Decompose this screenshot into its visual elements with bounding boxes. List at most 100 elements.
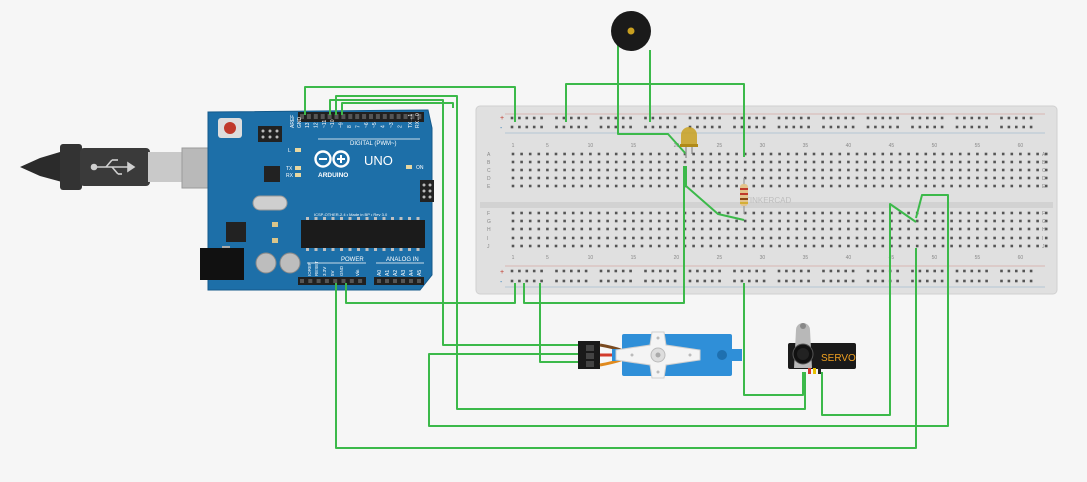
rail-hole[interactable]	[851, 269, 855, 273]
breadboard-hole[interactable]	[1027, 152, 1031, 156]
breadboard-hole[interactable]	[1001, 211, 1005, 215]
rail-hole[interactable]	[733, 125, 736, 129]
breadboard-hole[interactable]	[1044, 152, 1048, 156]
breadboard-hole[interactable]	[907, 236, 910, 240]
breadboard-hole[interactable]	[847, 184, 850, 188]
header-pin[interactable]	[409, 279, 413, 283]
header-pin[interactable]	[316, 279, 321, 283]
breadboard-hole[interactable]	[1044, 211, 1048, 215]
rail-hole[interactable]	[837, 116, 840, 120]
rail-hole[interactable]	[792, 125, 796, 129]
breadboard-hole[interactable]	[847, 160, 850, 164]
breadboard-hole[interactable]	[1027, 219, 1031, 223]
breadboard-hole[interactable]	[735, 160, 738, 164]
breadboard-hole[interactable]	[735, 227, 738, 231]
breadboard-hole[interactable]	[657, 176, 661, 180]
breadboard-hole[interactable]	[528, 160, 532, 164]
rail-hole[interactable]	[896, 125, 899, 129]
rail-hole[interactable]	[577, 116, 580, 120]
breadboard-hole[interactable]	[1010, 184, 1014, 188]
breadboard-hole[interactable]	[864, 227, 867, 231]
rail-hole[interactable]	[807, 279, 810, 283]
breadboard-hole[interactable]	[1019, 160, 1022, 164]
rail-hole[interactable]	[710, 279, 714, 283]
breadboard-hole[interactable]	[804, 236, 807, 240]
breadboard-hole[interactable]	[554, 236, 558, 240]
rail-hole[interactable]	[710, 269, 714, 273]
breadboard-hole[interactable]	[700, 168, 704, 172]
breadboard-hole[interactable]	[632, 236, 635, 240]
breadboard-hole[interactable]	[554, 211, 558, 215]
breadboard-hole[interactable]	[623, 160, 627, 164]
breadboard-hole[interactable]	[580, 176, 584, 180]
breadboard-hole[interactable]	[907, 176, 910, 180]
breadboard-hole[interactable]	[993, 211, 996, 215]
breadboard-hole[interactable]	[614, 211, 618, 215]
breadboard-hole[interactable]	[864, 244, 867, 248]
breadboard-hole[interactable]	[657, 160, 661, 164]
breadboard-hole[interactable]	[1027, 227, 1031, 231]
rail-hole[interactable]	[911, 125, 914, 129]
breadboard-hole[interactable]	[735, 236, 738, 240]
rail-hole[interactable]	[896, 116, 899, 120]
rail-hole[interactable]	[733, 269, 736, 273]
breadboard-hole[interactable]	[907, 211, 910, 215]
rail-hole[interactable]	[644, 269, 647, 273]
header-pin[interactable]	[313, 114, 318, 119]
breadboard-hole[interactable]	[1044, 168, 1048, 172]
rail-hole[interactable]	[599, 125, 603, 129]
breadboard-hole[interactable]	[950, 152, 953, 156]
breadboard-hole[interactable]	[898, 211, 902, 215]
breadboard-hole[interactable]	[924, 244, 928, 248]
wire-servo-power[interactable]	[428, 194, 949, 427]
breadboard-hole[interactable]	[537, 184, 541, 188]
breadboard-hole[interactable]	[907, 219, 910, 223]
breadboard-hole[interactable]	[752, 211, 756, 215]
rail-hole[interactable]	[518, 116, 521, 120]
breadboard-hole[interactable]	[623, 219, 627, 223]
breadboard-hole[interactable]	[881, 244, 885, 248]
breadboard-hole[interactable]	[881, 227, 885, 231]
breadboard-hole[interactable]	[1010, 211, 1014, 215]
rail-hole[interactable]	[762, 116, 766, 120]
breadboard-hole[interactable]	[761, 152, 764, 156]
breadboard-hole[interactable]	[838, 227, 842, 231]
breadboard-hole[interactable]	[1010, 236, 1014, 240]
breadboard-hole[interactable]	[657, 152, 661, 156]
rail-hole[interactable]	[1000, 279, 1003, 283]
breadboard-hole[interactable]	[718, 227, 721, 231]
rail-hole[interactable]	[577, 269, 580, 273]
breadboard-hole[interactable]	[666, 160, 670, 164]
rail-hole[interactable]	[940, 125, 944, 129]
breadboard-hole[interactable]	[993, 244, 996, 248]
rail-hole[interactable]	[510, 279, 514, 283]
header-pin[interactable]	[308, 279, 313, 283]
breadboard-hole[interactable]	[537, 211, 541, 215]
breadboard-hole[interactable]	[933, 236, 936, 240]
wires[interactable]	[304, 40, 949, 449]
breadboard-hole[interactable]	[769, 152, 773, 156]
breadboard-hole[interactable]	[520, 219, 523, 223]
rail-hole[interactable]	[844, 279, 847, 283]
breadboard-hole[interactable]	[761, 219, 764, 223]
breadboard-hole[interactable]	[649, 160, 652, 164]
breadboard-hole[interactable]	[632, 219, 635, 223]
breadboard-hole[interactable]	[726, 160, 730, 164]
breadboard-hole[interactable]	[976, 160, 979, 164]
rail-hole[interactable]	[1000, 125, 1003, 129]
breadboard-hole[interactable]	[993, 160, 996, 164]
rail-hole[interactable]	[837, 269, 840, 273]
rail-hole[interactable]	[703, 279, 707, 283]
breadboard-hole[interactable]	[743, 160, 747, 164]
breadboard-hole[interactable]	[1044, 219, 1048, 223]
breadboard-hole[interactable]	[675, 244, 678, 248]
breadboard-hole[interactable]	[872, 244, 876, 248]
breadboard-hole[interactable]	[726, 236, 730, 240]
breadboard-hole[interactable]	[511, 227, 515, 231]
breadboard-hole[interactable]	[769, 176, 773, 180]
breadboard-hole[interactable]	[812, 244, 816, 248]
rail-hole[interactable]	[718, 125, 721, 129]
breadboard-hole[interactable]	[778, 211, 781, 215]
rail-hole[interactable]	[777, 116, 781, 120]
breadboard-hole[interactable]	[606, 219, 609, 223]
